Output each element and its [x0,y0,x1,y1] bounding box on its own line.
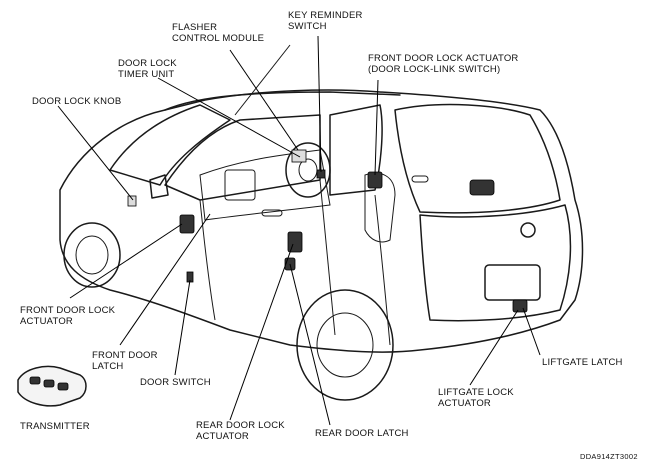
leader-liftgate-latch [522,307,541,356]
front-door-rear-edge [199,199,216,321]
rear-door-edge [319,179,336,336]
label-door-lock-timer-unit: DOOR LOCK TIMER UNIT [118,58,177,80]
leader-rear-door-latch [289,263,331,426]
rear-door-lock-actuator-part [287,231,303,253]
license-plate [484,264,541,301]
label-liftgate-latch: LIFTGATE LATCH [542,357,623,368]
front-door-lock-actuator-part [179,214,195,234]
rear-wheel-hub [316,312,374,378]
transmitter-icon [17,365,87,407]
antenna [234,44,291,116]
side-mirror [149,174,169,199]
leader-rear-door-lock-actuator [229,243,294,421]
leader-front-door-lock-actuator [69,223,183,299]
leader-key-reminder [317,35,322,173]
label-front-door-latch: FRONT DOOR LATCH [92,350,158,372]
label-flasher-control-module: FLASHER CONTROL MODULE [172,22,265,44]
dashboard [199,149,331,221]
label-liftgate-lock-actuator: LIFTGATE LOCK ACTUATOR [438,387,514,409]
leader-flasher [229,49,299,151]
liftgate-part [469,179,495,196]
center-console [224,169,256,201]
liftgate-latch-part [512,299,528,313]
figure-code: DDA914ZT3002 [580,452,638,461]
liftgate-panel [419,204,572,322]
label-front-door-lock-actuator-switch: FRONT DOOR LOCK ACTUATOR (DOOR LOCK-LINK… [368,53,519,75]
leader-door-lock-timer [157,77,301,158]
front-wheel [63,222,121,288]
label-rear-door-latch: REAR DOOR LATCH [315,428,409,439]
label-transmitter: TRANSMITTER [20,421,90,432]
rear-door-handle [411,175,429,183]
body-outline [59,89,584,353]
rear-wheel [296,289,394,401]
label-door-switch: DOOR SWITCH [140,377,211,388]
front-door-handle [261,209,283,217]
leader-door-switch [174,279,191,376]
rear-door-rear-edge [374,194,391,346]
windshield [109,104,231,186]
tail-lamp [520,222,536,238]
label-front-door-lock-actuator: FRONT DOOR LOCK ACTUATOR [20,305,116,327]
door-lock-knob-part [127,195,137,207]
label-rear-door-lock-actuator: REAR DOOR LOCK ACTUATOR [196,420,285,442]
liftgate-window [394,103,561,214]
label-key-reminder-switch: KEY REMINDER SWITCH [288,10,363,32]
leader-front-door-latch [119,213,211,346]
front-wheel-hub [75,235,109,275]
leader-door-lock-knob [57,105,134,201]
rear-door-window [329,104,383,196]
leader-liftgate-lock-actuator [469,309,519,386]
label-door-lock-knob: DOOR LOCK KNOB [32,96,122,107]
leader-front-door-lock-actuator-switch [374,79,379,176]
steering-wheel [285,142,331,198]
